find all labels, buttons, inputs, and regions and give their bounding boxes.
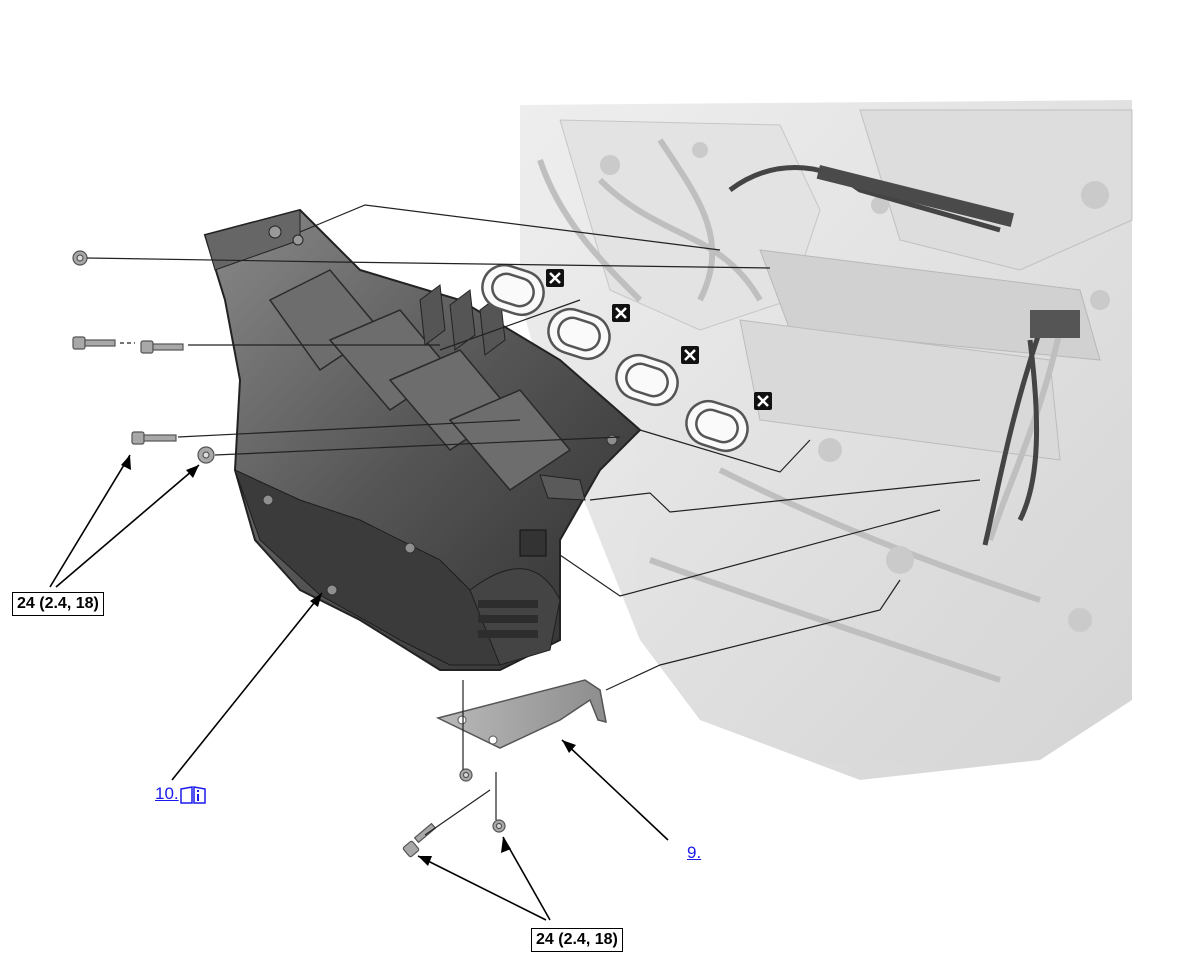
bracket-reference-link[interactable]: 9.: [687, 843, 701, 863]
gasket-set: [481, 263, 749, 453]
manifold-reference-link[interactable]: 10.: [155, 784, 206, 804]
replace-x-icon: [546, 269, 564, 287]
replace-x-icons: [546, 269, 772, 410]
intake-manifold: [203, 208, 642, 671]
book-info-icon: [179, 786, 206, 804]
gasket-2: [547, 307, 611, 361]
replace-x-icon: [612, 304, 630, 322]
nut-left-4: [197, 446, 215, 464]
bolt-left-1: [72, 336, 116, 350]
nut-bracket-2: [492, 819, 506, 833]
bolt-left-2: [140, 340, 184, 354]
torque-spec-left: 24 (2.4, 18): [12, 592, 104, 616]
arrow-heads: [121, 455, 576, 866]
gasket-3: [615, 353, 679, 407]
bolt-left-3: [131, 431, 177, 445]
harness-connector-bar: [816, 164, 1015, 227]
leader-lines: [86, 204, 981, 836]
manifold-bracket: [435, 679, 607, 749]
nut-bracket-1: [459, 768, 473, 782]
bracket-reference-number: 9.: [687, 843, 702, 862]
harness-connector: [1030, 310, 1080, 338]
torque-spec-bottom: 24 (2.4, 18): [531, 928, 623, 952]
bolt-bracket-3: [402, 822, 437, 858]
replace-x-icon: [681, 346, 699, 364]
replace-x-icon: [754, 392, 772, 410]
engine-background: [520, 100, 1133, 780]
nut-top-left: [72, 250, 88, 266]
callout-arrows: [49, 454, 669, 921]
manifold-reference-number: 10.: [155, 784, 179, 803]
gasket-4: [685, 399, 749, 453]
fasteners: [72, 250, 506, 858]
gasket-1: [481, 263, 545, 317]
